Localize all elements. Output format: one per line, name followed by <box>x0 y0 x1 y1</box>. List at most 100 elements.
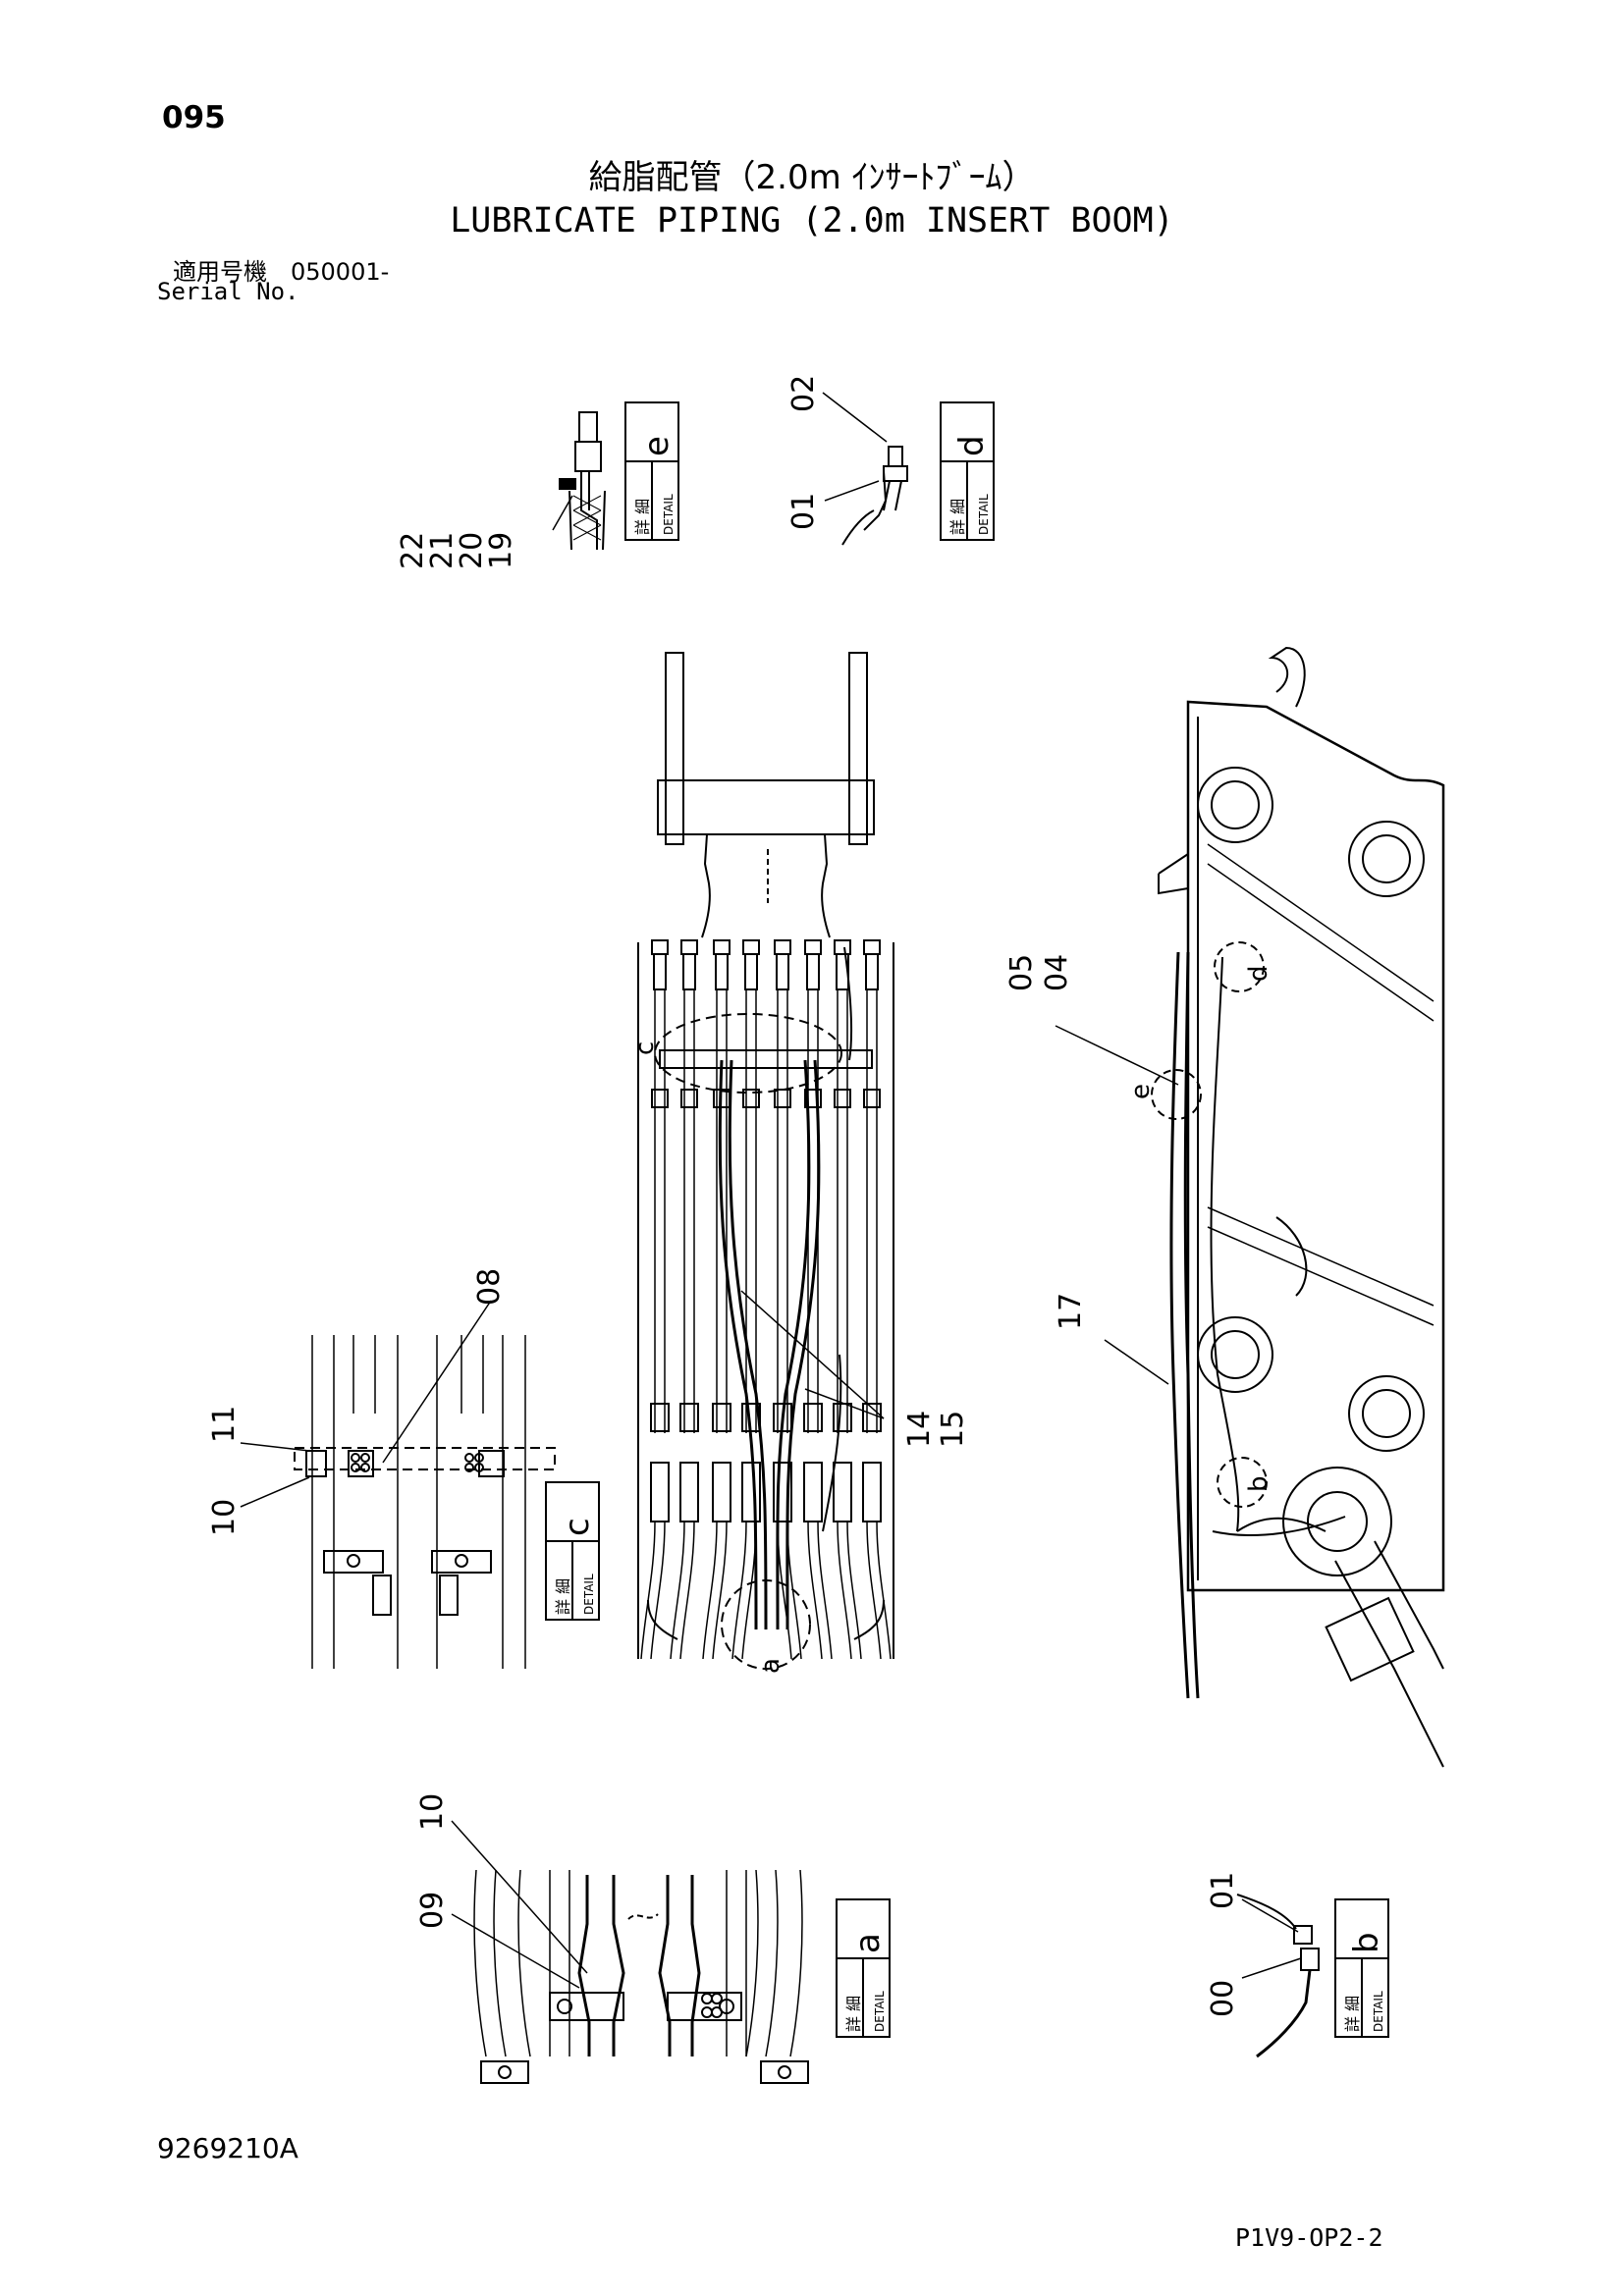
detail-e-letter: e <box>637 436 677 456</box>
part-label-04: 04 <box>1040 954 1074 991</box>
marker-e: e <box>1126 1084 1156 1099</box>
part-label-05: 05 <box>1004 954 1039 991</box>
serial-label-english: Serial No. <box>157 278 299 305</box>
part-label-19: 19 <box>484 532 518 569</box>
hose-column-part <box>803 1462 823 1522</box>
detail-a-kanji: 詳 細 <box>844 1996 863 2032</box>
hose-column-part <box>702 1521 728 1660</box>
part-label-01-b: 01 <box>1206 1872 1240 1909</box>
serial-label-japanese: 適用号機 050001- <box>173 258 390 286</box>
part-label-10-a: 10 <box>415 1793 450 1831</box>
detail-e-view <box>552 411 606 551</box>
hose-column-part <box>776 953 789 990</box>
part-label-15: 15 <box>936 1411 970 1448</box>
detail-b-kanji: 詳 細 <box>1343 1996 1362 2032</box>
hose-column-part <box>680 939 698 955</box>
hose-column-part <box>742 939 760 955</box>
hose-column-part <box>654 989 666 1433</box>
part-label-00: 00 <box>1206 1980 1240 2017</box>
detail-c-letter: c <box>558 1518 597 1536</box>
part-label-08: 08 <box>472 1268 507 1306</box>
hose-column-part <box>804 939 822 955</box>
detail-b-view <box>1236 1894 1320 2058</box>
hose-column-part <box>837 1521 862 1660</box>
hose-column-part <box>741 1462 761 1522</box>
detail-e-word: DETAIL <box>662 494 676 535</box>
part-label-21: 21 <box>425 532 460 569</box>
hose-column-part <box>744 953 758 990</box>
detail-c-kanji: 詳 細 <box>554 1578 572 1615</box>
title-japanese: 給脂配管（2.0m ｲﾝｻｰﾄﾌﾞｰﾑ） <box>588 158 1036 197</box>
part-label-14: 14 <box>902 1411 937 1448</box>
hose-column-part <box>742 1089 760 1108</box>
hose-column-part <box>650 1403 670 1432</box>
hose-column-part <box>683 989 695 1433</box>
hose-column-part <box>651 1089 669 1108</box>
hose-column-part <box>773 1462 792 1522</box>
hose-column-part <box>863 939 881 955</box>
hose-column-part <box>670 1521 695 1660</box>
detail-e-kanji: 詳 細 <box>633 499 652 535</box>
detail-c-box <box>545 1481 600 1621</box>
hose-column-part <box>866 989 878 1433</box>
side-boom-view <box>1055 646 1445 1768</box>
part-label-10: 10 <box>207 1499 242 1536</box>
hose-column-part <box>777 1521 802 1660</box>
hose-column-part <box>716 989 728 1433</box>
detail-a-box <box>836 1898 891 2038</box>
hose-column-part <box>804 1089 822 1108</box>
marker-c: c <box>630 1041 660 1055</box>
main-boom-view <box>637 652 894 1670</box>
marker-d: d <box>1244 965 1273 982</box>
detail-b-letter: b <box>1347 1932 1386 1953</box>
hose-column-part <box>833 1462 852 1522</box>
detail-a-word: DETAIL <box>873 1991 887 2032</box>
hose-column-part <box>651 939 669 955</box>
hose-column-part <box>712 1403 731 1432</box>
drawing-number: 9269210A <box>157 2132 298 2164</box>
detail-d-word: DETAIL <box>977 494 991 535</box>
hose-column-part <box>777 989 788 1433</box>
hose-column-part <box>834 1089 851 1108</box>
detail-a-view <box>451 1820 809 2084</box>
hose-column-part <box>834 939 851 955</box>
detail-a-letter: a <box>848 1933 888 1953</box>
hose-column-part <box>653 953 667 990</box>
hose-column-part <box>774 1089 791 1108</box>
part-label-22: 22 <box>396 532 430 569</box>
marker-b: b <box>1244 1475 1273 1492</box>
hose-column-part <box>650 1462 670 1522</box>
hose-column-part <box>837 989 848 1433</box>
detail-b-word: DETAIL <box>1372 1991 1385 2032</box>
detail-c-view <box>240 1300 556 1669</box>
detail-d-box <box>940 401 995 541</box>
detail-b-box <box>1334 1898 1389 2038</box>
hose-column-part <box>731 1521 757 1660</box>
hose-column-part <box>803 1403 823 1432</box>
hose-column-part <box>862 1462 882 1522</box>
marker-a: a <box>756 1658 785 1674</box>
hose-column-part <box>679 1462 699 1522</box>
detail-d-view <box>822 392 908 546</box>
part-label-02: 02 <box>786 375 821 412</box>
hose-column-part <box>682 953 696 990</box>
page-number: 095 <box>162 100 226 135</box>
hose-column-part <box>865 953 879 990</box>
detail-c-word: DETAIL <box>582 1574 596 1615</box>
hose-column-part <box>806 953 820 990</box>
detail-d-letter: d <box>952 435 992 456</box>
hose-column-part <box>774 939 791 955</box>
part-label-01: 01 <box>786 493 821 530</box>
detail-e-box <box>624 401 679 541</box>
hose-column-part <box>863 1089 881 1108</box>
hose-column-part <box>712 1462 731 1522</box>
hose-column-part <box>715 953 729 990</box>
part-label-11: 11 <box>207 1406 242 1443</box>
hose-column-part <box>833 1403 852 1432</box>
hose-column-part <box>680 1089 698 1108</box>
page-code: P1V9-OP2-2 <box>1235 2223 1383 2252</box>
hose-column-part <box>679 1403 699 1432</box>
hose-column-part <box>866 1521 892 1660</box>
hose-column-part <box>713 939 731 955</box>
